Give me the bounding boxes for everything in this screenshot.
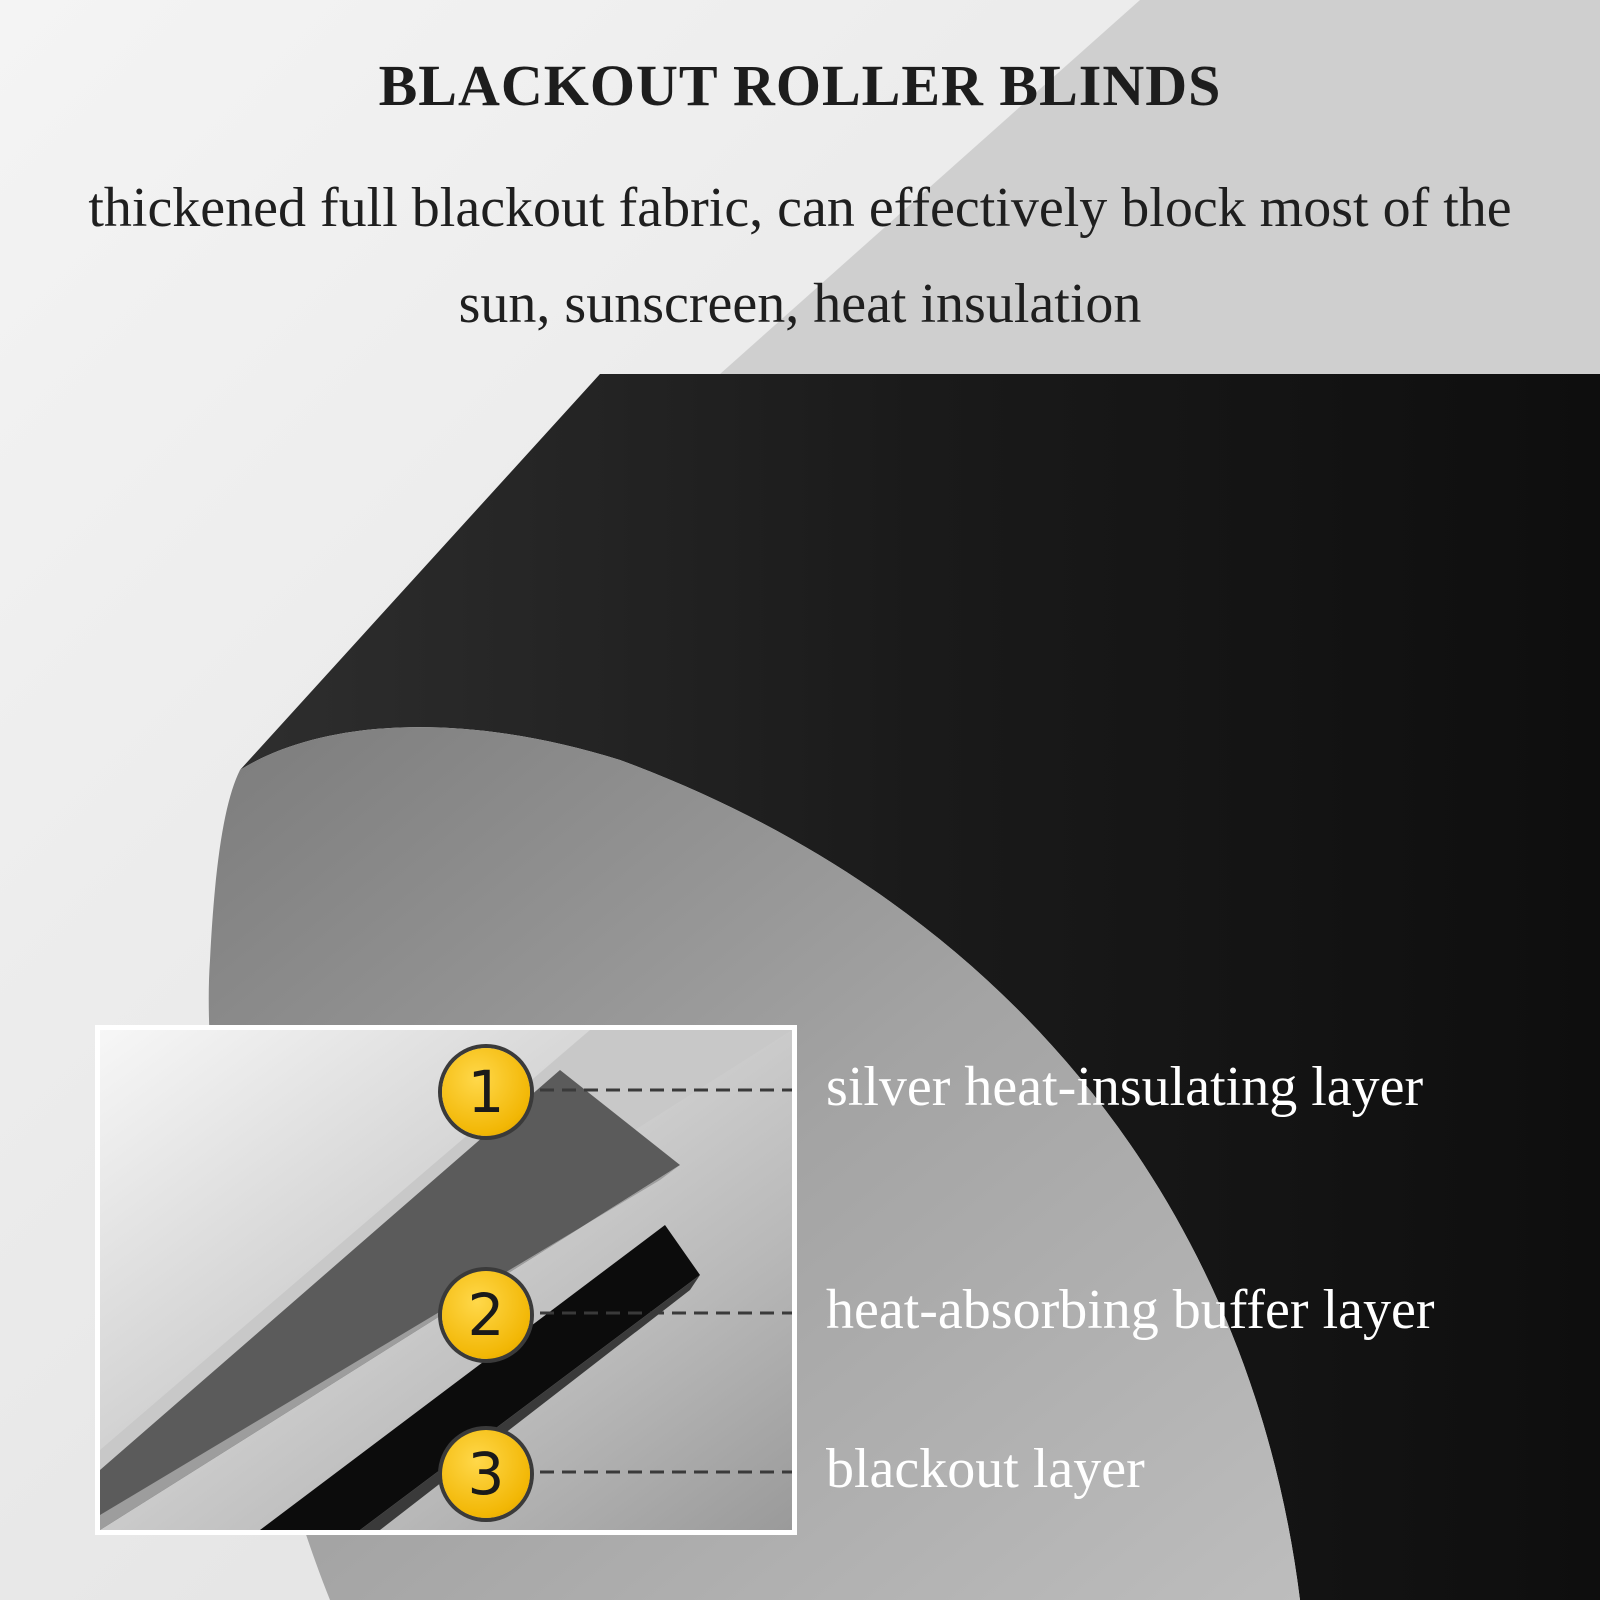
layer-black-sheet xyxy=(260,1225,700,1530)
background-shade xyxy=(720,0,1600,374)
page-subtitle: thickened full blackout fabric, can effe… xyxy=(88,177,1512,335)
layer-label-2: heat-absorbing buffer layer xyxy=(826,1279,1435,1341)
layer-label-1: silver heat-insulating layer xyxy=(826,1056,1424,1118)
page-title: BLACKOUT ROLLER BLINDS xyxy=(378,53,1222,118)
layer-buffer-edge xyxy=(100,1165,680,1530)
blackout-fabric xyxy=(240,374,1600,1600)
header: BLACKOUT ROLLER BLINDS thickened full bl… xyxy=(0,0,1600,374)
layer-badge-2: 2 xyxy=(442,1271,530,1359)
layer-label-3: blackout layer xyxy=(826,1438,1145,1500)
layer-buffer-sheet xyxy=(100,1070,680,1530)
layer-badge-1: 1 xyxy=(442,1048,530,1136)
layer-badge-3: 3 xyxy=(442,1430,530,1518)
